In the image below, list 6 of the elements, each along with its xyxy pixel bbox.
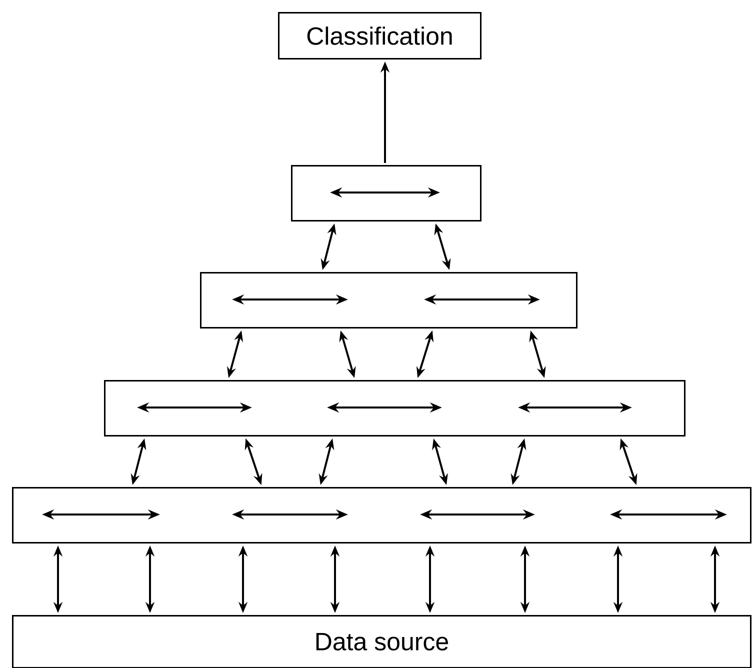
data-source-box: Data source	[12, 615, 752, 668]
classification-box: Classification	[278, 12, 482, 60]
layer-box	[12, 487, 752, 544]
layer-box	[291, 165, 482, 222]
layer-box	[104, 380, 686, 436]
layer-box	[200, 272, 578, 328]
